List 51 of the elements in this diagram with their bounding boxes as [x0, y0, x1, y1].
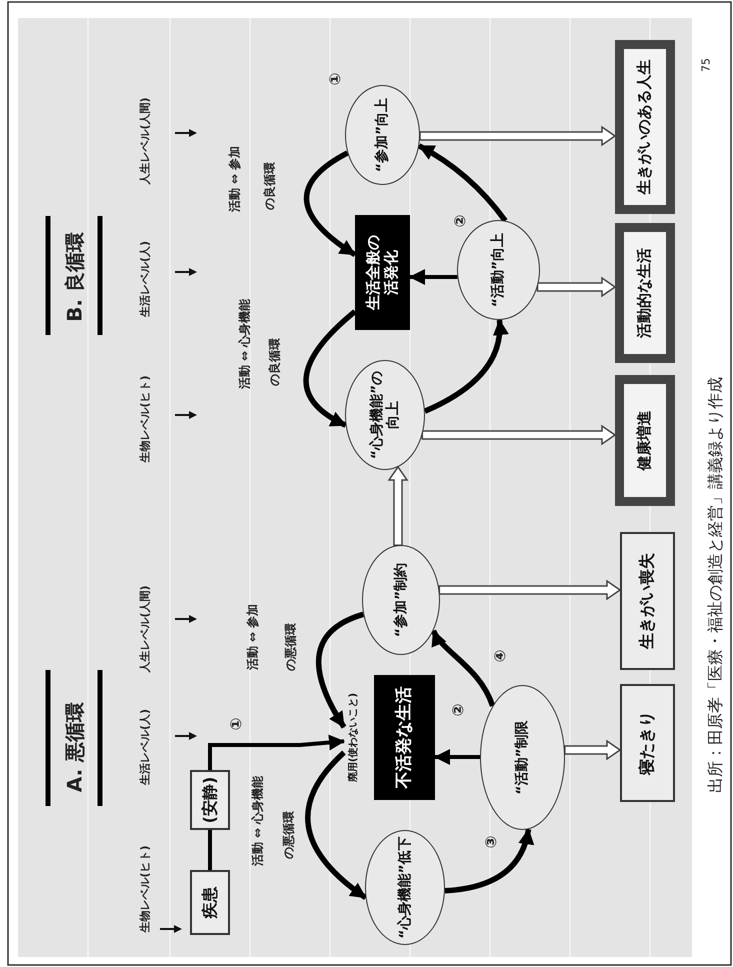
arrow — [316, 612, 364, 729]
arrow — [409, 269, 458, 285]
block-arrow — [536, 276, 616, 298]
circled-number: ④ — [491, 650, 509, 662]
arrow — [303, 309, 357, 428]
arrow — [434, 749, 480, 765]
cycle-label: 活動 ⇔ 心身機能 — [250, 776, 266, 866]
section-title: B. 良循環 — [62, 232, 88, 322]
circled-number: ② — [449, 704, 467, 716]
level-label: 生活レベル(人) — [138, 708, 152, 786]
highlight-box: 不活発な生活 — [374, 675, 435, 800]
connector-line — [208, 830, 212, 870]
page-number: 75 — [700, 58, 712, 72]
label-box: 寝たきり — [620, 684, 675, 802]
cycle-label: 活動 ⇔ 参加 — [244, 604, 260, 670]
level-label: 生活レベル(人) — [138, 240, 152, 318]
arrow — [208, 734, 345, 770]
circled-number: ① — [227, 718, 245, 730]
box-heading: 廃用(使わないこと) — [348, 692, 360, 784]
arrow — [430, 629, 496, 707]
level-label: 生物レベル(ヒト) — [138, 375, 152, 463]
cycle-label: 活動 ⇔ 心身機能 — [236, 298, 252, 390]
block-arrow — [564, 740, 622, 760]
level-label: 人生レベル(人間) — [138, 97, 152, 185]
caption: 出所：田原孝「医療・福祉の創造と経営」講義録より作成 — [706, 377, 726, 793]
arrow — [424, 319, 508, 414]
label-box: (安静) — [190, 770, 230, 830]
cycle-label: の良循環 — [266, 338, 282, 386]
level-label: 生物レベル(ヒト) — [138, 845, 152, 933]
label-box: 生きがい喪失 — [620, 532, 675, 670]
arrow — [305, 750, 368, 900]
circled-number: ① — [326, 72, 344, 86]
cycle-label: の悪循環 — [282, 623, 298, 671]
cycle-label: の悪循環 — [280, 811, 296, 859]
label-box: 疾患 — [190, 870, 230, 935]
outcome-box: 健康増進 — [615, 375, 675, 506]
level-label: 人生レベル(人間) — [138, 585, 152, 673]
block-arrow — [419, 126, 616, 146]
circled-number: ③ — [482, 836, 500, 848]
arrow — [304, 150, 357, 257]
outcome-box: 活動的な生活 — [615, 223, 675, 363]
block-arrow — [388, 466, 408, 546]
arrow — [418, 143, 508, 222]
block-arrow — [422, 424, 616, 446]
block-arrow — [438, 580, 622, 600]
outcome-box: 生きがいのある人生 — [615, 40, 675, 214]
section-title: A. 悪循環 — [62, 702, 88, 792]
cycle-label: の良循環 — [262, 162, 278, 210]
highlight-box: 生活全般の活発化 — [355, 215, 410, 330]
cycle-label: 活動 ⇔ 参加 — [226, 146, 242, 212]
arrow — [444, 828, 534, 894]
